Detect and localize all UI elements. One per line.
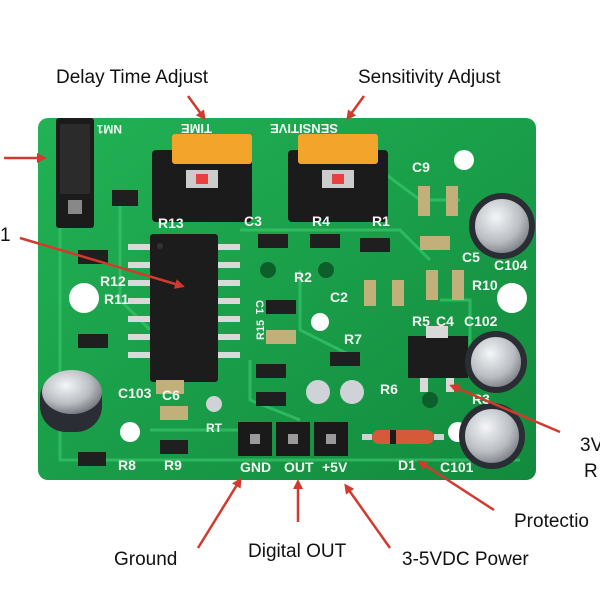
silk-time: TIME bbox=[181, 121, 212, 136]
silk-r12: R12 bbox=[100, 273, 126, 289]
silk-plus5v: +5V bbox=[322, 459, 348, 475]
label-sensitivity-adjust: Sensitivity Adjust bbox=[358, 67, 501, 88]
time-potentiometer bbox=[152, 134, 252, 222]
label-right-partial-top: 3V bbox=[580, 435, 600, 456]
mounting-hole bbox=[311, 313, 329, 331]
label-power: 3-5VDC Power bbox=[402, 549, 529, 570]
label-protection: Protectio bbox=[514, 511, 589, 532]
silk-sensitive: SENSITIVE bbox=[270, 121, 338, 136]
silk-r2: R2 bbox=[294, 269, 312, 285]
label-digital-out: Digital OUT bbox=[248, 541, 347, 562]
test-pad bbox=[206, 396, 222, 412]
silk-r11: R11 bbox=[104, 291, 129, 307]
silk-c104: C104 bbox=[494, 257, 528, 273]
silk-c2: C2 bbox=[330, 289, 348, 305]
test-pad bbox=[306, 380, 330, 404]
silk-r10: R10 bbox=[472, 277, 498, 293]
silk-out: OUT bbox=[284, 459, 314, 475]
test-pad bbox=[340, 380, 364, 404]
mounting-hole bbox=[454, 150, 474, 170]
mounting-hole bbox=[497, 283, 527, 313]
silk-c5: C5 bbox=[462, 249, 480, 265]
sensitive-potentiometer bbox=[288, 134, 388, 222]
electrolytic-capacitor bbox=[40, 370, 102, 432]
silk-r7: R7 bbox=[344, 331, 362, 347]
silk-c4: C4 bbox=[436, 313, 454, 329]
main-ic-chip bbox=[128, 234, 240, 382]
pin-header bbox=[238, 422, 348, 456]
silk-r1: R1 bbox=[372, 213, 390, 229]
silk-c9: C9 bbox=[412, 159, 430, 175]
silk-r8: R8 bbox=[118, 457, 136, 473]
silk-r6: R6 bbox=[380, 381, 398, 397]
electrolytic-capacitor bbox=[459, 403, 525, 469]
callout-arrows bbox=[4, 95, 561, 549]
mounting-hole bbox=[120, 422, 140, 442]
label-left-partial: 1 bbox=[0, 225, 11, 246]
silk-r15: R15 bbox=[255, 320, 267, 340]
silk-r4: R4 bbox=[312, 213, 330, 229]
silk-c6: C6 bbox=[162, 387, 180, 403]
silk-r13: R13 bbox=[158, 215, 184, 231]
label-delay-time-adjust: Delay Time Adjust bbox=[56, 67, 209, 88]
silk-gnd: GND bbox=[240, 459, 271, 475]
silk-c103: C103 bbox=[118, 385, 152, 401]
silk-r9: R9 bbox=[164, 457, 182, 473]
silk-c102: C102 bbox=[464, 313, 498, 329]
electrolytic-capacitor bbox=[465, 331, 527, 393]
silk-c3: C3 bbox=[244, 213, 262, 229]
via bbox=[260, 262, 276, 278]
label-right-partial-bottom: R bbox=[584, 461, 598, 482]
silk-d1: D1 bbox=[398, 457, 416, 473]
jumper-header bbox=[56, 118, 94, 228]
silk-r5: R5 bbox=[412, 313, 430, 329]
via bbox=[422, 392, 438, 408]
label-ground: Ground bbox=[114, 549, 178, 570]
electrolytic-capacitor bbox=[469, 193, 535, 259]
protection-diode bbox=[362, 430, 444, 444]
silk-nm1: NM1 bbox=[96, 122, 122, 136]
smd-components bbox=[78, 186, 464, 466]
via bbox=[318, 262, 334, 278]
silk-c101: C101 bbox=[440, 459, 474, 475]
mounting-hole bbox=[69, 283, 99, 313]
silk-c1: C1 bbox=[253, 300, 265, 314]
silk-rt: RT bbox=[206, 421, 223, 435]
